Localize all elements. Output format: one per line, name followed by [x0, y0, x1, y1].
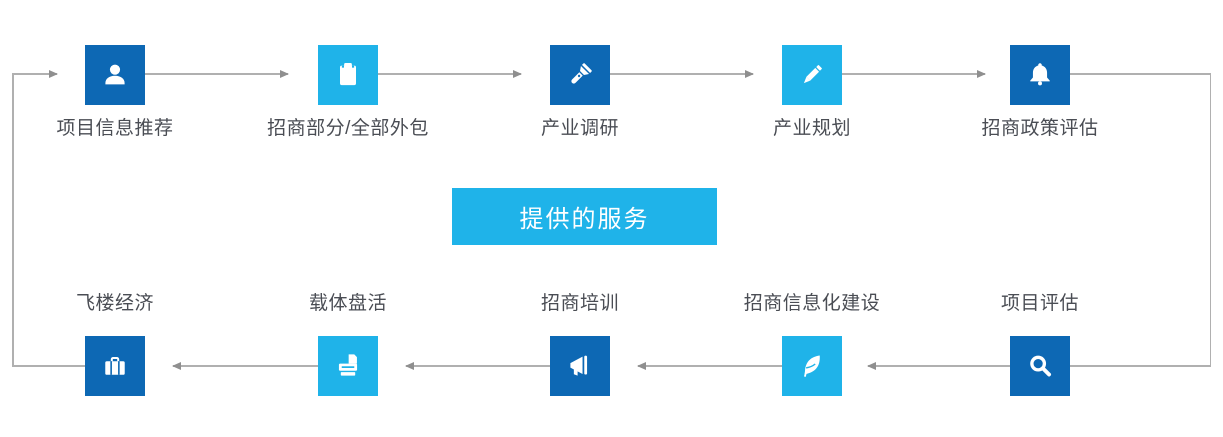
connector-right-bottom	[1070, 365, 1211, 367]
node-project-info-recommendation	[85, 45, 145, 105]
arrowhead-left-icon	[172, 361, 181, 370]
arrowhead-right-icon	[977, 69, 986, 78]
node-investment-policy-evaluation	[1010, 45, 1070, 105]
megaphone-icon	[570, 355, 588, 376]
clipboard-icon	[340, 63, 356, 86]
arrow-top-2	[378, 69, 522, 78]
arrow-bottom-4	[172, 361, 318, 370]
arrowhead-right-icon	[49, 69, 58, 78]
node-industry-planning	[782, 45, 842, 105]
node-label: 产业规划	[772, 118, 852, 139]
connector-left-vertical	[12, 73, 14, 367]
connector-left-bottom	[12, 365, 85, 367]
node-carrier-revitalization	[318, 336, 378, 396]
search-icon	[1030, 355, 1051, 377]
connector-right-top	[1070, 73, 1211, 75]
arrow-top-4	[842, 69, 986, 78]
arrow-top-3	[610, 69, 754, 78]
node-label: 载体盘活	[308, 293, 388, 314]
arrowhead-left-icon	[637, 361, 646, 370]
user-icon	[105, 64, 125, 85]
printer-icon	[338, 354, 358, 376]
node-label: 项目评估	[1000, 293, 1080, 314]
arrowhead-left-icon	[405, 361, 414, 370]
briefcase-icon	[105, 357, 125, 375]
arrow-bottom-2	[637, 361, 782, 370]
connector-right-vertical	[1209, 73, 1212, 367]
arrow-loop-entry	[12, 69, 58, 78]
services-banner: 提供的服务	[452, 188, 717, 245]
arrow-bottom-3	[405, 361, 550, 370]
pencil-icon	[803, 65, 822, 84]
flashlight-icon	[571, 63, 592, 84]
node-label: 产业调研	[540, 118, 620, 139]
feather-icon	[804, 355, 820, 377]
node-investment-training	[550, 336, 610, 396]
node-label: 招商政策评估	[981, 118, 1099, 139]
node-label: 项目信息推荐	[56, 118, 174, 139]
node-label: 招商信息化建设	[743, 293, 881, 314]
node-project-evaluation	[1010, 336, 1070, 396]
services-banner-label: 提供的服务	[519, 206, 650, 233]
arrowhead-left-icon	[867, 361, 876, 370]
node-label: 招商培训	[540, 293, 620, 314]
arrow-top-1	[145, 69, 289, 78]
arrowhead-right-icon	[280, 69, 289, 78]
arrow-bottom-1	[867, 361, 1010, 370]
node-feilou-economy	[85, 336, 145, 396]
arrowhead-right-icon	[745, 69, 754, 78]
node-industry-research	[550, 45, 610, 105]
node-label: 招商部分/全部外包	[267, 118, 429, 139]
node-label: 飞楼经济	[75, 293, 155, 314]
node-investment-outsourcing	[318, 45, 378, 105]
node-investment-informatization	[782, 336, 842, 396]
bell-icon	[1030, 63, 1050, 86]
arrowhead-right-icon	[513, 69, 522, 78]
